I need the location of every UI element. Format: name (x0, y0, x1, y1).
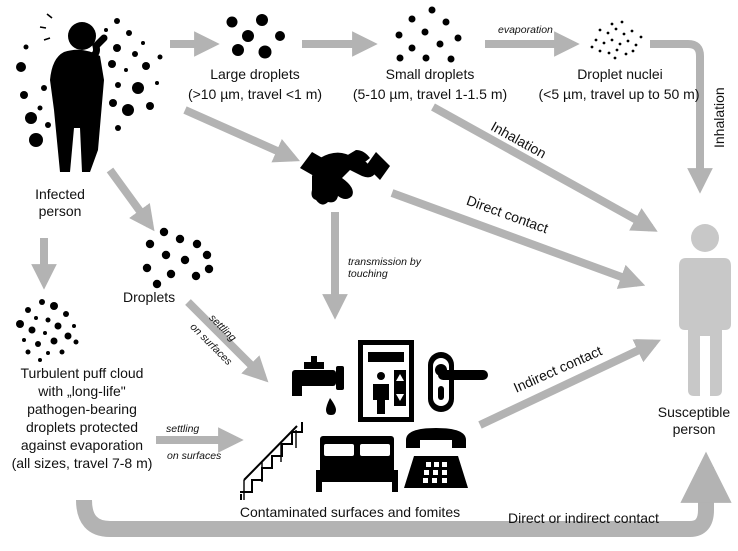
susceptible-person-label: Susceptible person (657, 404, 731, 437)
droplet-nuclei-label: Droplet nuclei (577, 66, 663, 82)
arrow-nuclei-inhalation (650, 40, 713, 194)
faucet-icon (292, 356, 344, 415)
edge-evaporation: evaporation (498, 24, 553, 36)
arrow-small-inhalation (431, 103, 658, 232)
arrow-puff-direct-indirect (76, 451, 732, 537)
arrows (31, 31, 732, 537)
puff-cloud-cluster (16, 299, 79, 362)
infected-person-label: Infected person (35, 186, 85, 219)
large-droplets-detail: (>10 µm, travel <1 m) (187, 86, 323, 102)
arrow-person-to-handshake (183, 106, 301, 163)
small-droplets-cluster (395, 6, 462, 63)
droplet-nuclei-cluster (590, 20, 643, 60)
edge-settling-puff-a: settling (166, 423, 200, 435)
susceptible-person-icon (679, 224, 731, 396)
small-droplets-label: Small droplets (385, 66, 475, 82)
arrow-handshake-direct (390, 189, 646, 289)
droplets-label: Droplets (123, 289, 176, 305)
edge-inhalation-side: Inhalation (711, 87, 727, 148)
droplet-nuclei-detail: (<5 µm, travel up to 50 m) (538, 86, 700, 102)
telephone-icon (404, 428, 468, 488)
droplets-cluster (142, 227, 214, 289)
elevator-icon (358, 340, 414, 422)
arrow-surfaces-indirect (478, 339, 661, 429)
edge-direct-or-indirect: Direct or indirect contact (508, 510, 659, 526)
arrow-droplets-settling (185, 299, 269, 383)
door-handle-icon (428, 352, 488, 412)
edge-transmission-touching: transmission by touching (348, 256, 421, 280)
stairs-icon (240, 422, 303, 500)
arrow-person-to-droplets (106, 167, 155, 232)
edge-settling-puff-b: on surfaces (167, 450, 222, 462)
bed-icon (316, 436, 398, 492)
large-droplets-cluster (226, 14, 285, 59)
puff-cloud-label: Turbulent puff cloud with „long-life" pa… (11, 365, 153, 471)
small-droplets-detail: (5-10 µm, travel 1-1.5 m) (352, 86, 508, 102)
large-droplets-label: Large droplets (210, 66, 300, 82)
coughing-person-icon (16, 13, 163, 172)
handshake-icon (300, 150, 390, 205)
surfaces-label: Contaminated surfaces and fomites (239, 504, 461, 520)
